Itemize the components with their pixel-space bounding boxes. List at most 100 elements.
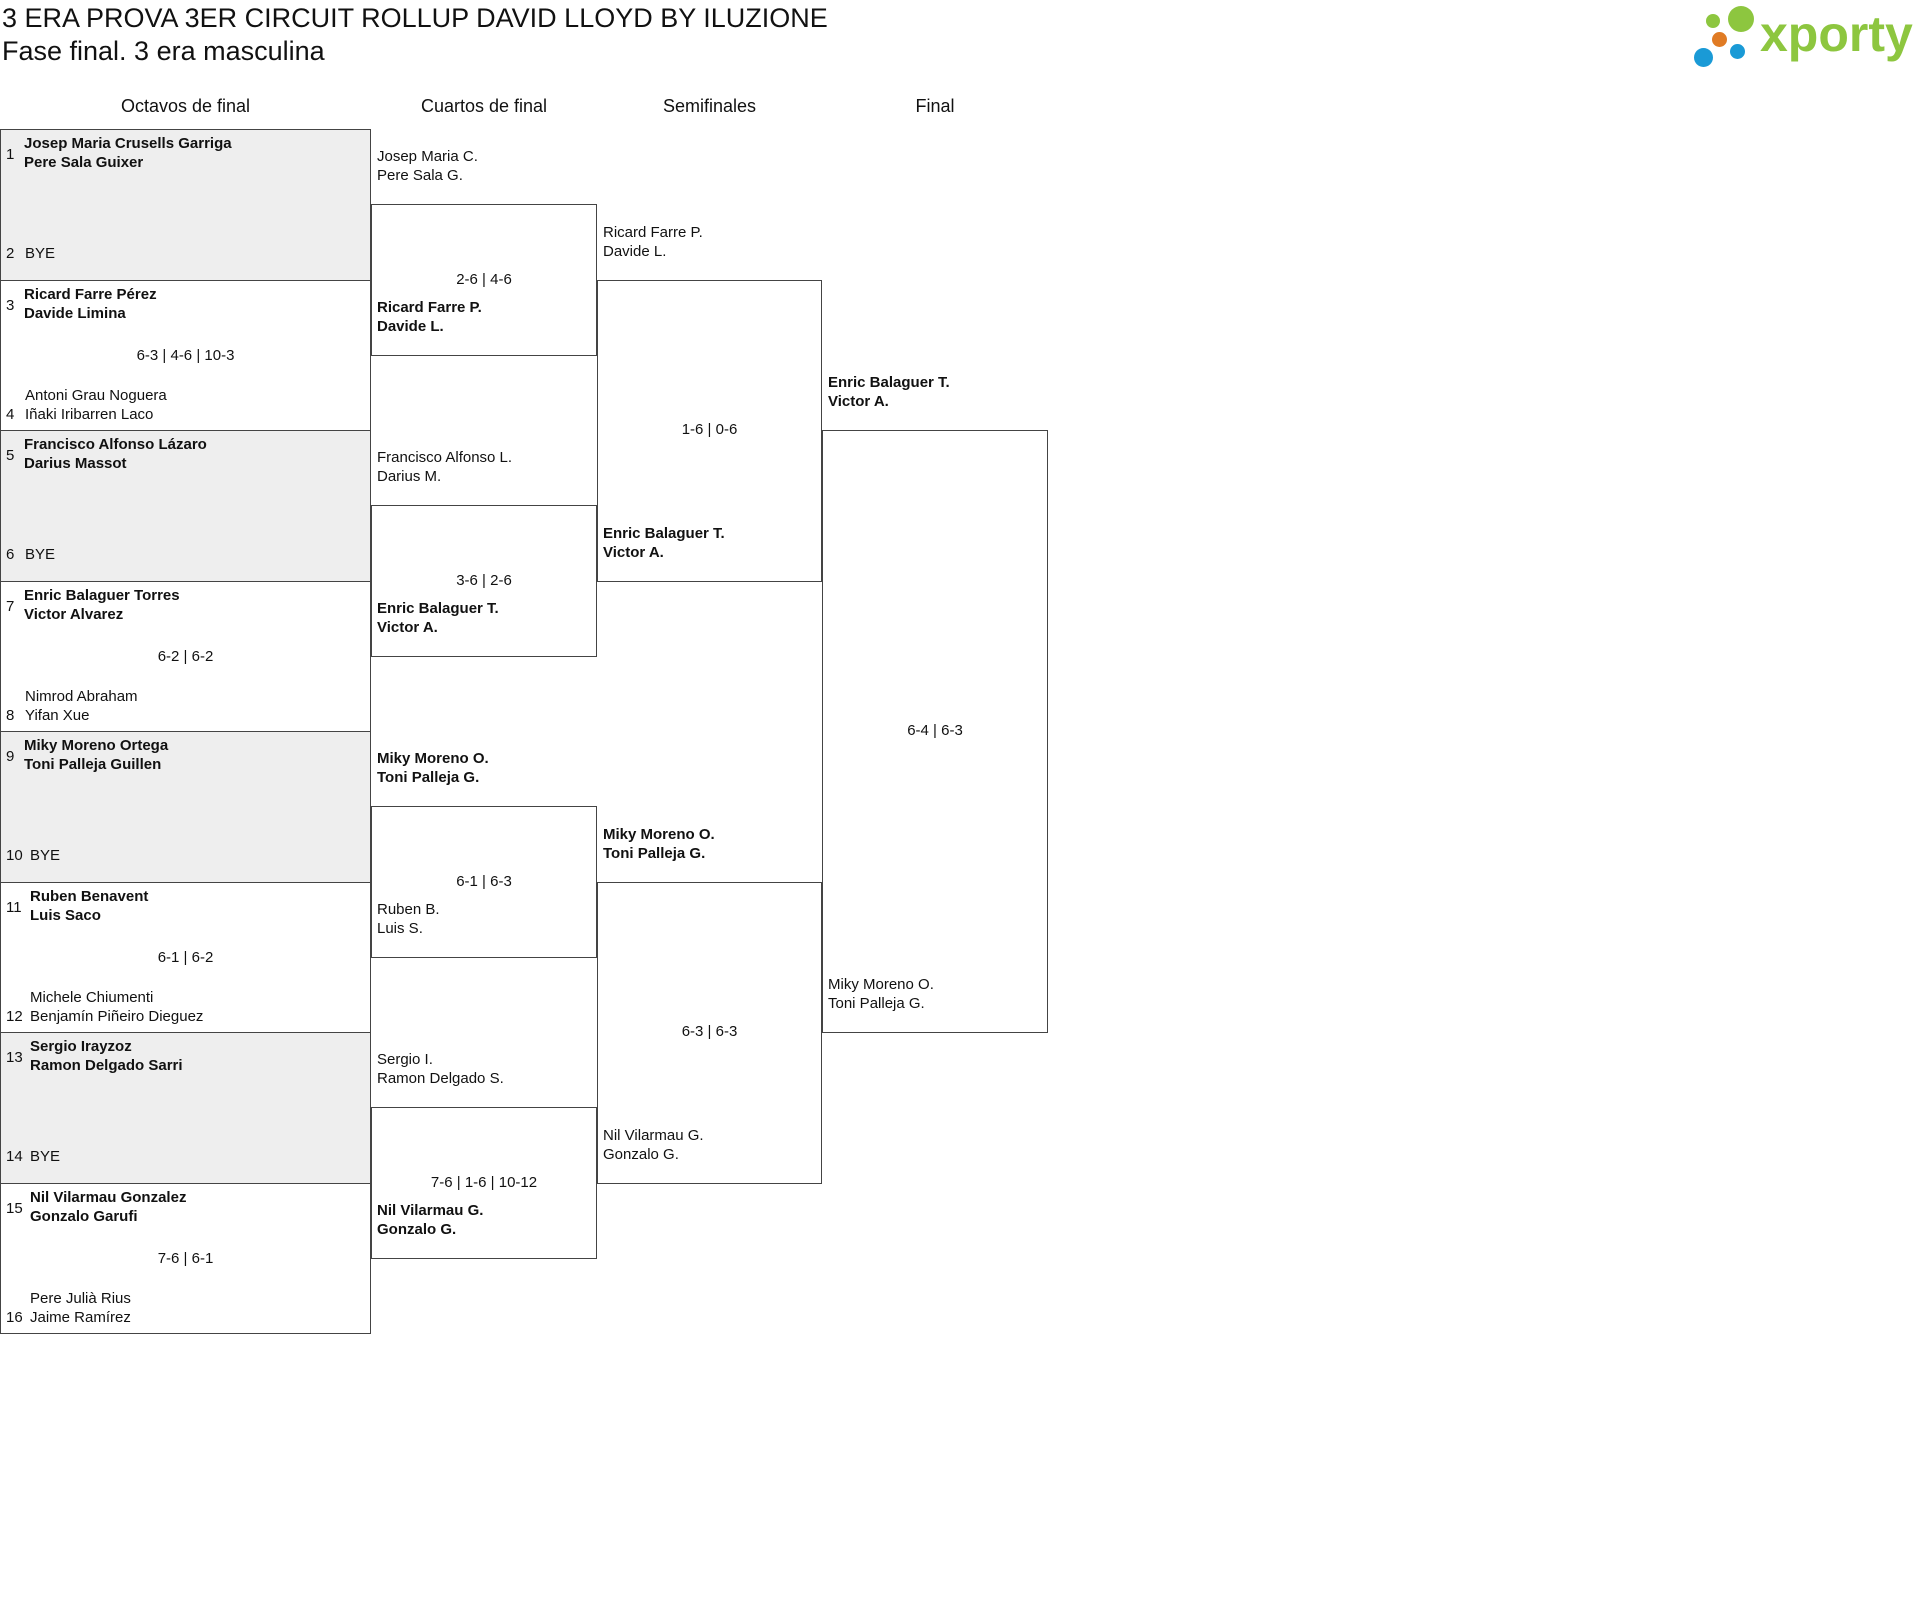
player-name: Jaime Ramírez bbox=[30, 1308, 131, 1326]
player-name: Nil Vilarmau G. bbox=[377, 1201, 484, 1219]
player-name: Miky Moreno Ortega bbox=[24, 737, 169, 754]
seed-number: 16 bbox=[6, 1308, 23, 1326]
player-name: Ruben Benavent bbox=[30, 887, 149, 905]
seed-number: 7 bbox=[6, 597, 15, 615]
logo-dot bbox=[1728, 6, 1754, 32]
player-name: Luis S. bbox=[377, 919, 423, 937]
player-name: Victor A. bbox=[377, 618, 438, 636]
tournament-title: 3 ERA PROVA 3ER CIRCUIT ROLLUP DAVID LLO… bbox=[2, 3, 828, 33]
match-score: 6-3 | 6-3 bbox=[681, 1023, 738, 1040]
player-name: Enric Balaguer T. bbox=[377, 599, 499, 617]
phase-subtitle: Fase final. 3 era masculina bbox=[2, 36, 325, 66]
player-name: Josep Maria C. bbox=[377, 148, 478, 166]
match-connector bbox=[371, 1107, 597, 1259]
match-score: 6-3 | 4-6 | 10-3 bbox=[136, 346, 235, 364]
seed-number: 4 bbox=[6, 405, 15, 423]
match-connector bbox=[597, 279, 822, 582]
bye-label: BYE bbox=[25, 245, 56, 262]
match-connector bbox=[371, 505, 597, 657]
player-name: Darius Massot bbox=[24, 455, 127, 472]
player-name: Davide Limina bbox=[24, 304, 126, 322]
player-name: Davide L. bbox=[603, 242, 667, 260]
round-header-cuartos: Cuartos de final bbox=[420, 96, 548, 116]
player-name: Nil Vilarmau G. bbox=[603, 1126, 704, 1144]
seed-number: 1 bbox=[6, 146, 15, 163]
player-name: Miky Moreno O. bbox=[377, 750, 489, 768]
round-header-octavos: Octavos de final bbox=[120, 96, 251, 116]
player-name: Pere Sala G. bbox=[377, 167, 463, 185]
player-name: Darius M. bbox=[377, 468, 442, 486]
player-name: Nimrod Abraham bbox=[25, 687, 138, 705]
match-connector bbox=[371, 204, 597, 356]
player-name: Gonzalo Garufi bbox=[30, 1207, 138, 1225]
seed-number: 12 bbox=[6, 1007, 23, 1025]
player-name: Ramon Delgado S. bbox=[377, 1070, 504, 1088]
player-name: Pere Sala Guixer bbox=[24, 154, 144, 171]
match-score: 1-6 | 0-6 bbox=[681, 421, 738, 438]
round-header-semifinales: Semifinales bbox=[662, 96, 757, 116]
player-name: Sergio Irayzoz bbox=[30, 1038, 132, 1055]
bye-label: BYE bbox=[25, 546, 56, 563]
seed-number: 5 bbox=[6, 447, 15, 464]
match-box bbox=[0, 430, 371, 582]
seed-number: 15 bbox=[6, 1199, 23, 1217]
player-name: Michele Chiumenti bbox=[30, 988, 154, 1006]
match-score: 6-1 | 6-2 bbox=[157, 948, 214, 966]
match-box bbox=[0, 1032, 371, 1184]
match-score: 6-4 | 6-3 bbox=[907, 722, 963, 739]
match-score: 6-1 | 6-3 bbox=[456, 872, 512, 890]
player-name: Ricard Farre Pérez bbox=[24, 285, 157, 303]
logo-text: xporty bbox=[1760, 6, 1913, 62]
seed-number: 14 bbox=[6, 1148, 23, 1165]
match-score: 2-6 | 4-6 bbox=[456, 270, 512, 288]
seed-number: 13 bbox=[6, 1049, 23, 1066]
logo-dot bbox=[1694, 48, 1713, 67]
seed-number: 3 bbox=[6, 296, 15, 314]
seed-number: 2 bbox=[6, 245, 15, 262]
player-name: Ricard Farre P. bbox=[603, 223, 703, 241]
player-name: Victor Alvarez bbox=[24, 605, 124, 623]
match-connector bbox=[822, 430, 1048, 1033]
match-box bbox=[0, 129, 371, 281]
logo-dot bbox=[1730, 44, 1745, 59]
seed-number: 10 bbox=[6, 847, 23, 864]
player-name: Iñaki Iribarren Laco bbox=[25, 405, 154, 423]
player-name: Nil Vilarmau Gonzalez bbox=[30, 1188, 187, 1206]
seed-number: 9 bbox=[6, 748, 15, 765]
player-name: Enric Balaguer T. bbox=[828, 374, 950, 391]
bye-label: BYE bbox=[30, 847, 61, 864]
match-connector bbox=[371, 806, 597, 958]
player-name: Victor A. bbox=[828, 393, 889, 410]
player-name: Miky Moreno O. bbox=[603, 825, 715, 843]
match-score: 6-2 | 6-2 bbox=[157, 647, 214, 665]
player-name: Toni Palleja G. bbox=[377, 769, 480, 787]
match-connector bbox=[597, 881, 822, 1184]
player-name: Josep Maria Crusells Garriga bbox=[24, 135, 232, 152]
logo-dot bbox=[1706, 14, 1720, 28]
player-name: Antoni Grau Noguera bbox=[25, 386, 167, 404]
seed-number: 6 bbox=[6, 546, 15, 563]
match-score: 7-6 | 6-1 bbox=[157, 1249, 214, 1267]
round-header-final: Final bbox=[915, 96, 955, 116]
seed-number: 8 bbox=[6, 706, 15, 724]
player-name: Francisco Alfonso Lázaro bbox=[24, 436, 207, 453]
player-name: Gonzalo G. bbox=[377, 1220, 457, 1238]
player-name: Toni Palleja Guillen bbox=[24, 756, 162, 773]
player-name: Luis Saco bbox=[30, 906, 101, 924]
player-name: Enric Balaguer Torres bbox=[24, 586, 180, 604]
seed-number: 11 bbox=[6, 898, 22, 916]
player-name: Pere Julià Rius bbox=[30, 1289, 131, 1307]
player-name: Ramon Delgado Sarri bbox=[30, 1057, 183, 1074]
match-score: 3-6 | 2-6 bbox=[456, 571, 512, 589]
player-name: Benjamín Piñeiro Dieguez bbox=[30, 1007, 204, 1025]
match-box bbox=[0, 1182, 371, 1334]
player-name: Victor A. bbox=[603, 543, 664, 561]
player-name: Enric Balaguer T. bbox=[603, 524, 725, 542]
player-name: Sergio I. bbox=[377, 1051, 433, 1069]
player-name: Miky Moreno O. bbox=[828, 976, 934, 993]
xporty-logo: xporty bbox=[1694, 4, 1920, 68]
bye-label: BYE bbox=[30, 1148, 61, 1165]
player-name: Toni Palleja G. bbox=[603, 844, 706, 862]
match-box bbox=[0, 731, 371, 883]
player-name: Toni Palleja G. bbox=[828, 995, 925, 1012]
